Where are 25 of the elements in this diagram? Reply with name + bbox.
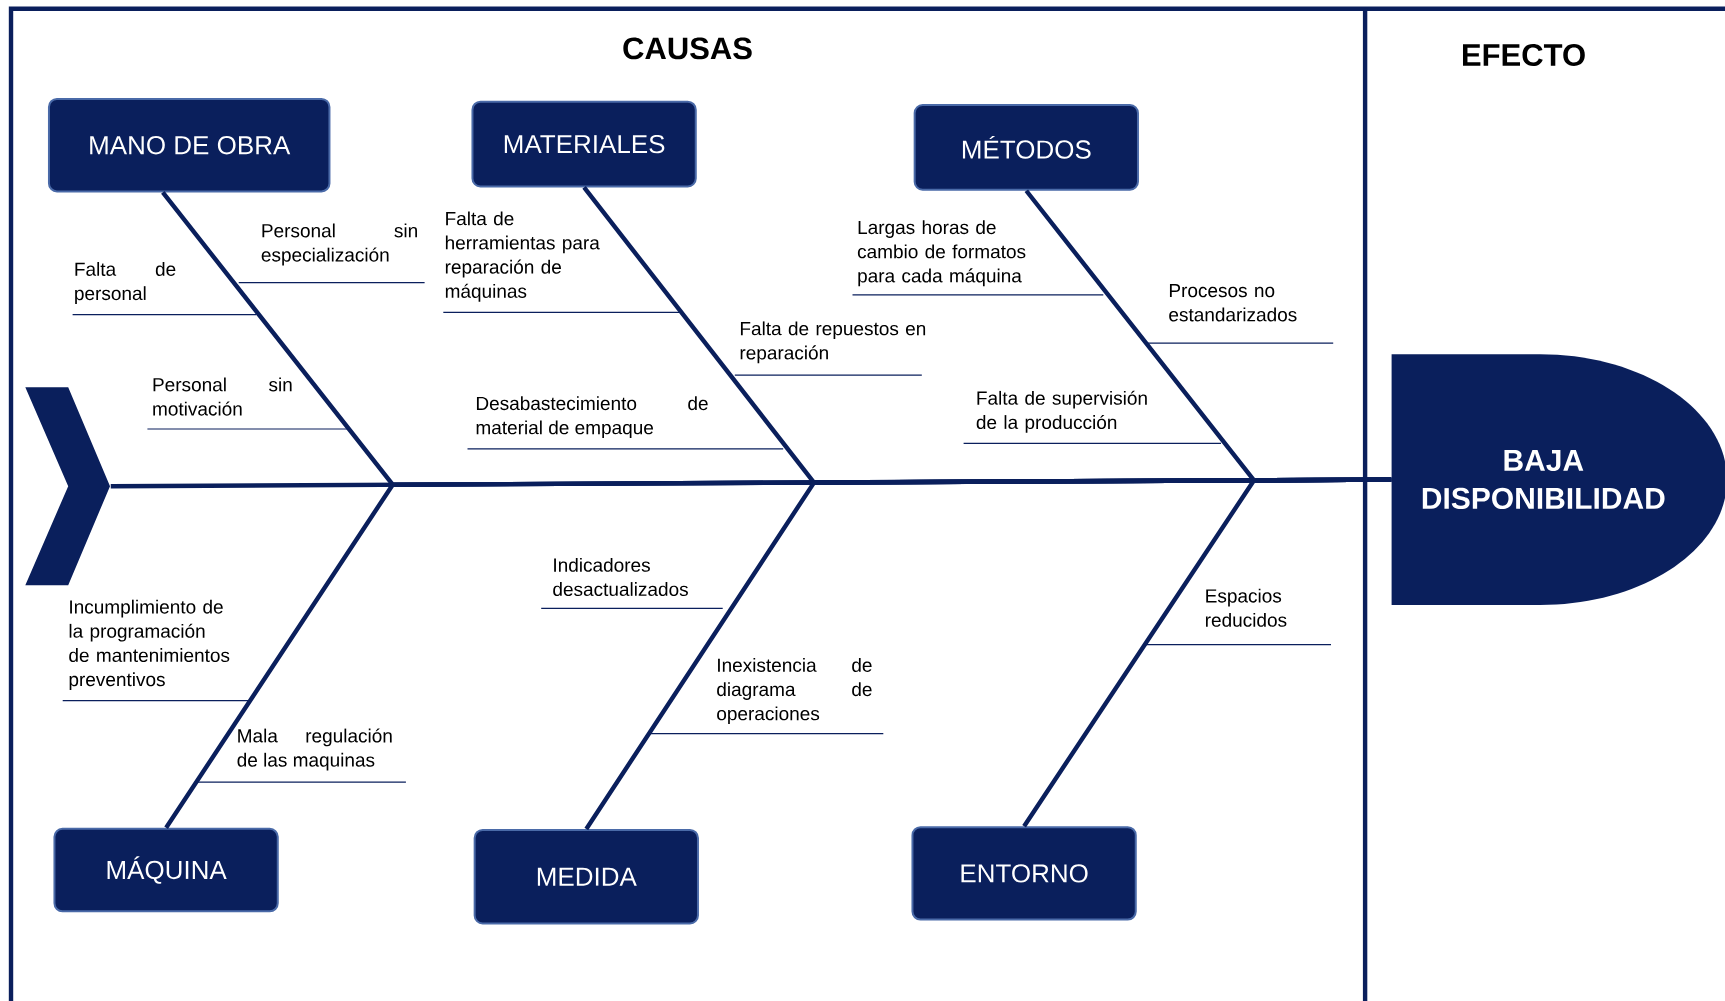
section-heading: CAUSAS: [623, 37, 752, 60]
cause-text: Personal sin especialización: [261, 223, 417, 266]
cause-text: Mala regulación de las maquinas: [237, 728, 392, 771]
cause-text: Personal sin motivación: [153, 377, 292, 416]
cause-text: Desabastecimiento de material de empaque: [476, 396, 708, 439]
cause-text: Inexistencia de diagrama de operaciones: [717, 658, 872, 725]
category-box: MÉTODOS: [913, 104, 1139, 191]
cause-text: Procesos no estandarizados: [1169, 284, 1297, 322]
cause-text: Largas horas de cambio de formatos para cada máquina: [857, 220, 1026, 287]
fishbone-line: [1022, 477, 1392, 828]
cause-text: Indicadores desactualizados: [553, 557, 688, 597]
cause-text: Espacios reducidos: [1205, 588, 1287, 627]
category-box: MÁQUINA: [53, 827, 279, 913]
tail-chevron: [25, 387, 110, 586]
cause-text: Falta de supervisión de la producción: [976, 390, 1147, 433]
category-box: ENTORNO: [911, 826, 1137, 921]
cause-text: Falta de herramientas para reparación de máquinas: [445, 211, 600, 302]
cause-text: Falta de repuestos en reparación: [740, 321, 926, 364]
category-box: MEDIDA: [473, 828, 699, 925]
effect-head: BAJA DISPONIBILIDAD: [1391, 354, 1725, 605]
category-box: MANO DE OBRA: [47, 98, 331, 193]
cause-text: Incumplimiento de la programación de mantenimientos preventivos: [69, 599, 230, 690]
cause-text: Falta de personal: [75, 262, 176, 304]
section-heading: EFECTO: [1463, 44, 1585, 66]
category-box: MATERIALES: [471, 100, 697, 188]
